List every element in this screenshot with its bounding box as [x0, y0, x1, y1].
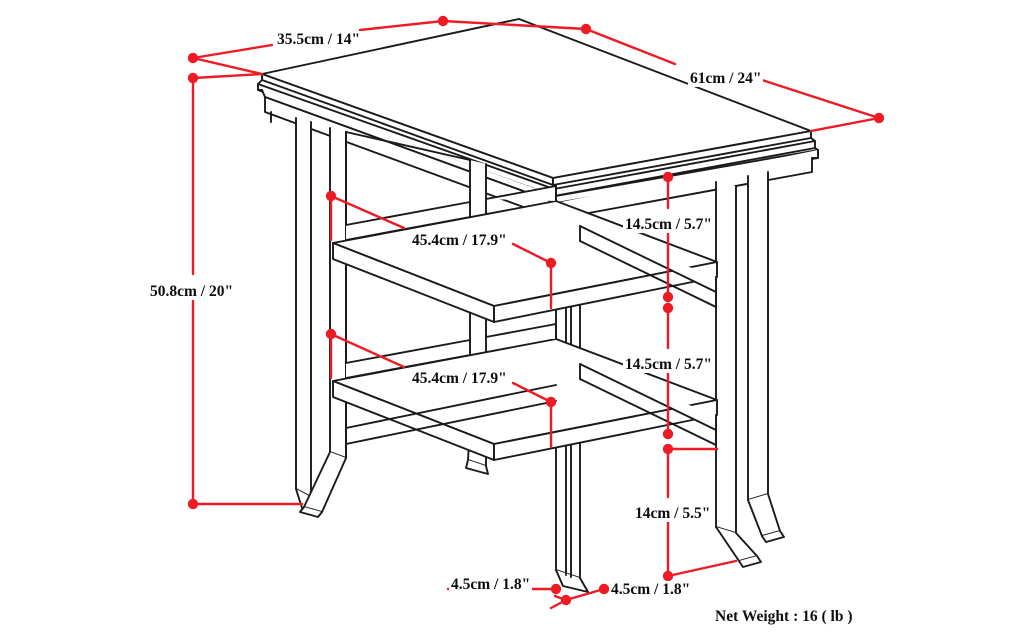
- dim-depth-line-right: [358, 19, 445, 32]
- leg-front-left: [329, 127, 347, 459]
- leg-front-left-foot: [299, 506, 323, 518]
- dim-dot-legwidth-center: [560, 594, 572, 606]
- shelf-bottom-edge-right: [493, 399, 718, 461]
- dim-dot-shelf-bottom-right: [545, 396, 557, 408]
- dim-dot-gap-bottom-lower: [662, 570, 674, 582]
- dim-dot-gap-top-lower: [662, 291, 674, 303]
- dimension-label-width-top: 61cm / 24": [688, 70, 764, 87]
- dim-dot-depth-right: [437, 15, 449, 27]
- dim-dot-height-top: [187, 72, 199, 84]
- dim-dot-height-bottom: [187, 498, 199, 510]
- dim-dot-gap-mid-lower: [662, 428, 674, 440]
- apron-detail-a: [345, 131, 471, 161]
- leg-far-right-taper: [747, 493, 781, 537]
- net-weight-label: Net Weight : 16 ( lb ): [715, 608, 853, 625]
- shelf-top-back-rail: [345, 201, 471, 241]
- shelf-bottom-back-rail-right: [485, 323, 557, 340]
- dim-height-ext-top: [191, 72, 264, 80]
- shelf-top-edge-right: [493, 261, 718, 323]
- dim-dot-shelf-bottom-left: [325, 328, 337, 340]
- dim-dot-shelf-top-right: [545, 257, 557, 269]
- dim-width-leader-lower: [809, 116, 881, 133]
- leg-far-right-foot: [761, 530, 785, 543]
- leg-far-right: [747, 171, 769, 501]
- leg-front-center-foot: [555, 569, 589, 593]
- dim-width-line-right: [760, 78, 881, 120]
- dim-shelf-bottom-line-left: [329, 332, 406, 369]
- dim-dot-legwidth-right: [598, 583, 610, 595]
- dim-dot-width-right: [873, 112, 885, 124]
- shelf-top-right-rail-lower: [579, 240, 717, 308]
- dim-dot-legwidth-left: [550, 583, 562, 595]
- dimension-label-shelf-top-width: 45.4cm / 17.9": [410, 232, 509, 249]
- stretcher-upper-line: [345, 384, 557, 429]
- dim-width-line-left: [584, 27, 677, 66]
- dim-legwidth-right-line: [564, 587, 606, 602]
- tabletop-edge-right-link-b: [810, 137, 816, 142]
- dimension-label-leg-width-right: 4.5cm / 1.8": [609, 581, 693, 598]
- dim-shelf-top-line-left: [329, 194, 406, 230]
- dim-dot-depth-left: [187, 52, 199, 64]
- dim-depth-leader-lower: [191, 56, 264, 76]
- dimension-endpoints-group: [187, 15, 885, 606]
- shelf-bottom-back-rail: [345, 339, 471, 379]
- dim-dot-shelf-top-left: [325, 190, 337, 202]
- table-outline-group: [257, 18, 819, 593]
- stretcher-lower-line: [345, 400, 557, 445]
- dim-shelf-top-line-right: [511, 242, 553, 265]
- dimension-label-gap-top: 14.5cm / 5.7": [623, 216, 714, 233]
- leg-right-rear-foot: [738, 555, 762, 568]
- shelf-bottom-right-rail-lower: [579, 378, 717, 446]
- dimension-label-depth-top: 35.5cm / 14": [275, 31, 363, 48]
- dimension-label-gap-middle: 14.5cm / 5.7": [623, 356, 714, 373]
- dimension-label-overall-height: 50.8cm / 20": [148, 283, 236, 300]
- dim-dot-width-left: [580, 23, 592, 35]
- tabletop-edge-link-a: [257, 79, 263, 85]
- dim-dot-gap-bottom-upper: [662, 443, 674, 455]
- dimension-label-shelf-bottom-width: 45.4cm / 17.9": [410, 370, 509, 387]
- dim-depth-line-left: [191, 43, 274, 60]
- dim-shelf-bottom-line-right: [511, 381, 553, 404]
- dim-right-chain-tie-bottom: [666, 559, 738, 578]
- dimension-label-leg-width-left: 4.5cm / 1.8": [449, 576, 533, 593]
- dimension-lines-group: [191, 19, 881, 610]
- dimension-label-gap-bottom: 14cm / 5.5": [633, 505, 713, 522]
- leg-rear-right-foot: [465, 459, 489, 475]
- leg-right-rear: [715, 181, 737, 534]
- dim-dot-gap-top-upper: [662, 171, 674, 183]
- dim-depth-extension: [441, 19, 588, 31]
- dim-dot-gap-mid-upper: [662, 302, 674, 314]
- leg-rear-left: [295, 117, 312, 498]
